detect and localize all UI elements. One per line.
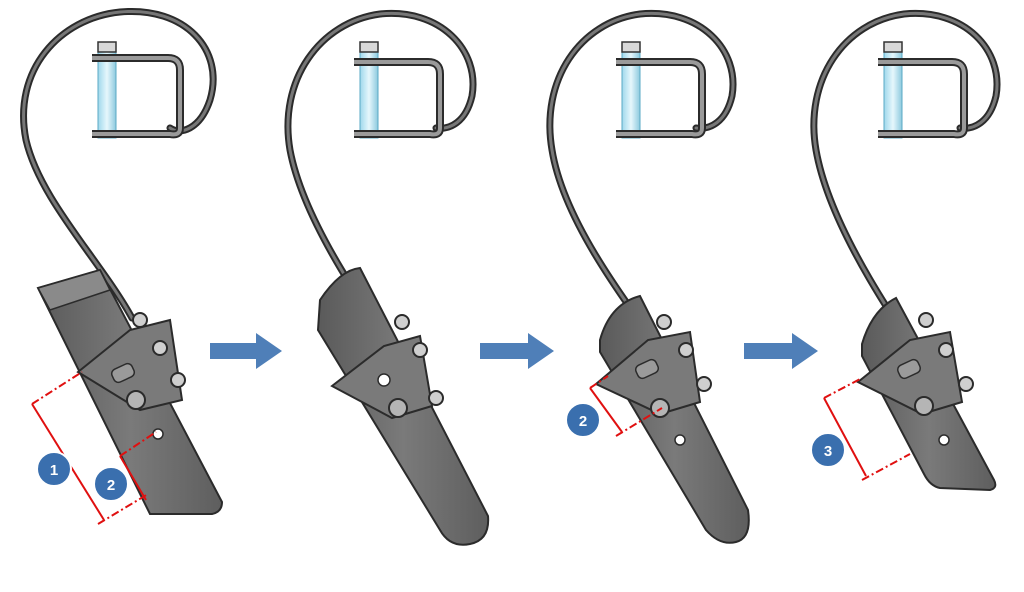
right-arrow	[210, 333, 282, 369]
mounting-bracket	[594, 314, 712, 418]
dimension-lines	[823, 377, 911, 481]
blade	[599, 294, 750, 544]
right-arrow	[480, 333, 554, 369]
step-badge: 3	[810, 432, 846, 468]
svg-text:2: 2	[579, 413, 587, 430]
step-badge: 2	[93, 466, 129, 502]
mounting-bracket	[76, 312, 186, 412]
step-badge: 2	[565, 402, 601, 438]
mounting-clamp	[92, 41, 184, 139]
mounting-clamp	[616, 41, 706, 139]
mounting-bracket	[330, 314, 444, 420]
mounting-clamp	[878, 41, 968, 139]
step-2-panel	[284, 9, 490, 546]
mounting-bracket	[856, 312, 974, 416]
step-4-panel: 3	[810, 9, 1001, 492]
svg-text:3: 3	[824, 443, 832, 460]
dimension-lines	[589, 375, 663, 437]
svg-text:1: 1	[50, 462, 58, 479]
step-badge: 1	[36, 451, 72, 487]
right-arrow	[744, 333, 818, 369]
mounting-clamp	[354, 41, 444, 139]
step-3-panel: 2	[546, 9, 750, 544]
step-1-panel: 1 2	[20, 7, 224, 525]
svg-text:2: 2	[107, 477, 115, 494]
